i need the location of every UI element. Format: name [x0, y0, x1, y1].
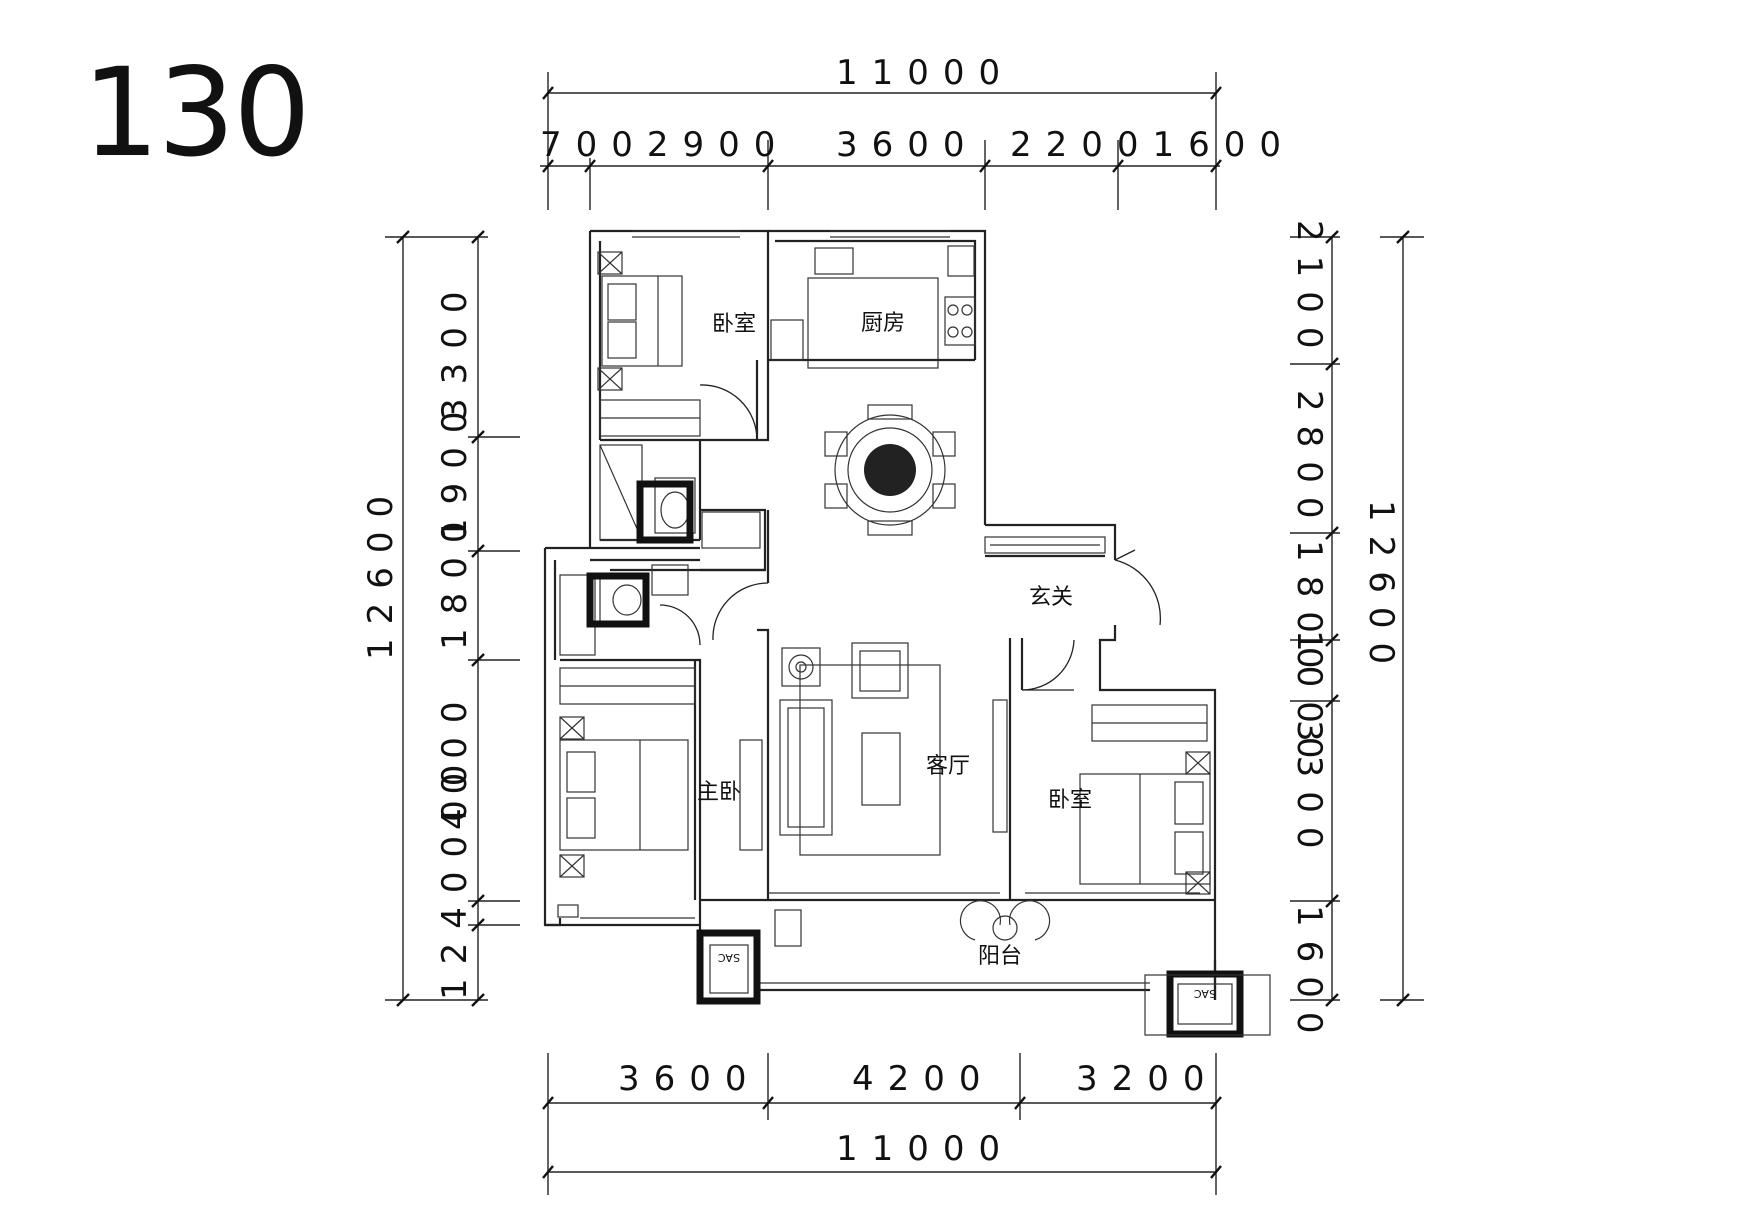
dim-right-6: 1600	[1289, 905, 1329, 1048]
dim-top-left: 7002900	[540, 125, 789, 165]
walls	[543, 229, 1217, 1000]
dim-left-2: 1900	[435, 397, 475, 540]
dim-bottom-2: 4200	[852, 1059, 995, 1099]
dim-top-right: 22001600	[1010, 125, 1295, 165]
dim-right-total: 12600	[1361, 500, 1401, 678]
dimension-ticks	[396, 86, 1410, 1179]
ac-units: SAC SAC	[709, 944, 1271, 1036]
room-master-bedroom: 主卧	[697, 780, 741, 805]
room-bedroom-se: 卧室	[1048, 788, 1092, 813]
room-bedroom-nw: 卧室	[712, 312, 756, 337]
room-living: 客厅	[926, 754, 970, 779]
dim-top-mid: 3600	[836, 125, 979, 165]
dim-right-1: 2100	[1289, 220, 1329, 363]
dim-left-5: 1240000	[435, 751, 475, 1000]
doors	[659, 384, 1162, 691]
room-entrance: 玄关	[1029, 585, 1073, 610]
dim-left-4: 4000	[435, 687, 475, 830]
ac-label-sw: SAC	[718, 951, 741, 964]
dim-left-3: 1800	[435, 507, 475, 650]
dim-right-3: 1800	[1289, 540, 1329, 683]
dim-left-total: 12600	[361, 482, 401, 660]
dim-bottom-total: 11000	[836, 1129, 1014, 1169]
dim-bottom-1: 3600	[618, 1059, 761, 1099]
dim-right-2: 2800	[1289, 390, 1329, 533]
unit-size-label: 130	[82, 42, 311, 184]
dim-top-total: 11000	[836, 53, 1014, 93]
ac-label-se: SAC	[1194, 987, 1217, 1000]
dim-right-4: 1000	[1289, 630, 1329, 773]
room-balcony: 阳台	[978, 944, 1022, 969]
dim-right-5: 3300	[1289, 720, 1329, 863]
room-kitchen: 厨房	[861, 311, 905, 336]
dim-left-1: 3300	[435, 277, 475, 420]
furniture	[557, 245, 1211, 947]
dim-bottom-3: 3200	[1076, 1059, 1219, 1099]
heavy-boxes	[586, 480, 1244, 1038]
